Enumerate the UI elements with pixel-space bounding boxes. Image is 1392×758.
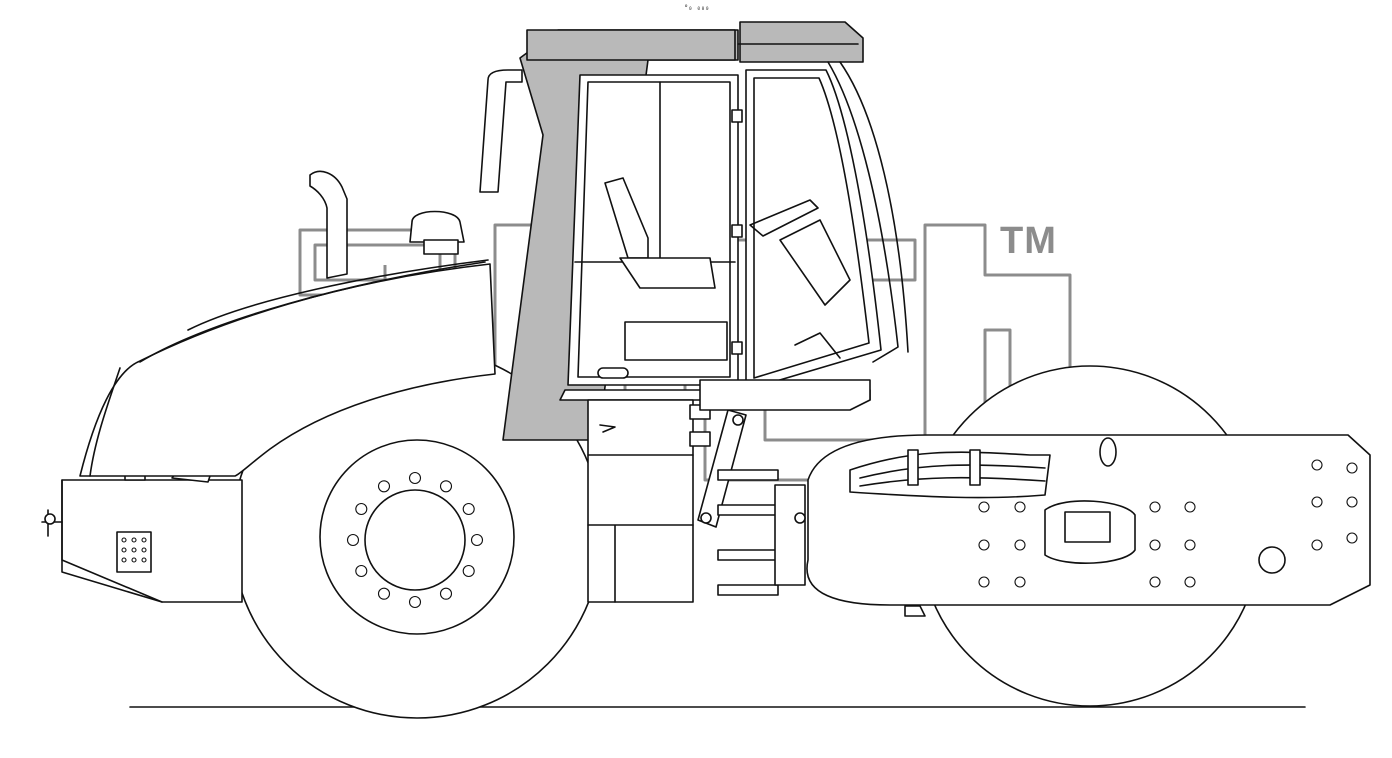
articulation-joint — [774, 484, 806, 586]
chassis — [587, 379, 871, 603]
lug-bolt — [355, 564, 368, 578]
lug-bolt — [408, 595, 422, 609]
vibration-motor — [1044, 500, 1136, 564]
lug-bolt — [346, 533, 360, 547]
engine-hood — [79, 170, 496, 477]
lug-bolt — [462, 564, 475, 578]
seat-cushion — [619, 257, 716, 289]
lug-bolt — [377, 480, 391, 493]
rear-wheel-bolts — [346, 471, 484, 609]
drum-frame-hole — [1258, 546, 1286, 574]
lug-bolt — [462, 502, 475, 516]
lug-bolt — [439, 587, 453, 600]
rear-rim — [319, 439, 515, 635]
bolt-pattern — [978, 459, 1358, 588]
frame-column — [587, 399, 694, 603]
grab-handle — [479, 69, 523, 193]
lug-bolt — [377, 587, 391, 600]
lug-bolt — [355, 502, 368, 516]
steering-column — [779, 219, 851, 306]
lug-bolt — [439, 480, 453, 493]
cab-roof-left — [526, 29, 736, 61]
step-light — [597, 367, 629, 379]
cab-roof-right — [739, 21, 864, 63]
cab — [479, 21, 909, 441]
drum-frame — [806, 434, 1371, 617]
rear-hub — [364, 489, 466, 591]
air-intake-cap — [409, 210, 465, 243]
hood-body — [79, 263, 496, 477]
exhaust-pipe — [309, 170, 348, 279]
lug-bolt — [408, 471, 422, 485]
seat-back — [604, 177, 649, 259]
seat-base — [624, 321, 728, 361]
lug-bolt — [470, 533, 484, 547]
steering-wheel — [749, 199, 819, 237]
counterweight — [61, 479, 243, 603]
steering-link — [697, 409, 747, 528]
trademark-text: TM — [1000, 220, 1057, 262]
top-mark: °₀ ₀₀₀ — [684, 4, 710, 12]
